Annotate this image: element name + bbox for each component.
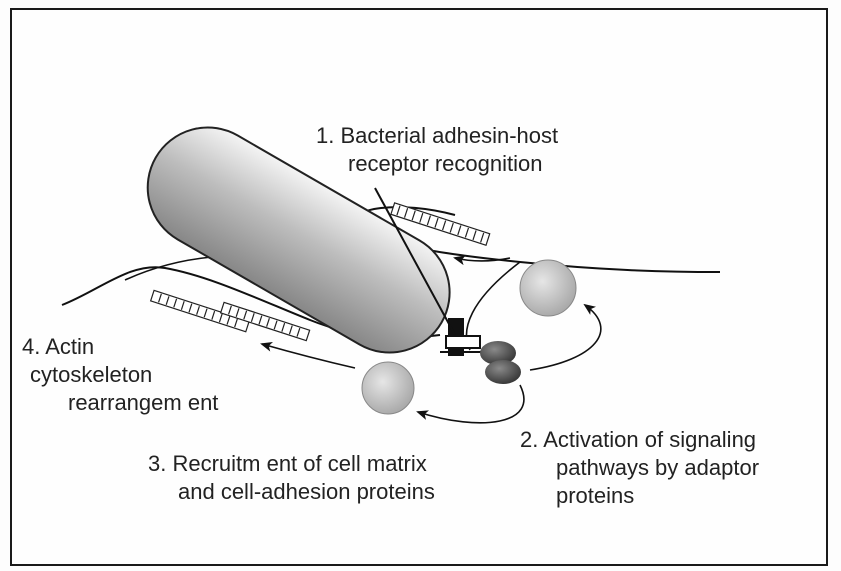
step2-label-line2: pathways by adaptor xyxy=(520,454,759,482)
step1-label: 1. Bacterial adhesin-host receptor recog… xyxy=(316,122,558,178)
arrow-actin-left-icon xyxy=(262,344,355,368)
step4-label-line1: 4. Actin xyxy=(22,333,218,361)
step1-label-line2: receptor recognition xyxy=(316,150,558,178)
step1-label-line1: 1. Bacterial adhesin-host xyxy=(316,122,558,150)
adaptor-protein-lower-icon xyxy=(485,360,521,384)
receptor-complex-icon xyxy=(440,318,485,356)
step4-label-line2: cytoskeleton xyxy=(22,361,218,389)
adhesion-protein-sphere-upper-icon xyxy=(520,260,576,316)
step3-label: 3. Recruitm ent of cell matrix and cell-… xyxy=(148,450,435,506)
step2-label-line1: 2. Activation of signaling xyxy=(520,426,759,454)
step4-label-line3: rearrangem ent xyxy=(22,389,218,417)
step4-label: 4. Actin cytoskeleton rearrangem ent xyxy=(22,333,218,417)
step3-label-line1: 3. Recruitm ent of cell matrix xyxy=(148,450,435,478)
adhesion-protein-sphere-lower-icon xyxy=(362,362,414,414)
step2-label-line3: proteins xyxy=(520,482,759,510)
step2-label: 2. Activation of signaling pathways by a… xyxy=(520,426,759,510)
step3-label-line2: and cell-adhesion proteins xyxy=(148,478,435,506)
arrow-signaling-lower-icon xyxy=(418,385,524,423)
